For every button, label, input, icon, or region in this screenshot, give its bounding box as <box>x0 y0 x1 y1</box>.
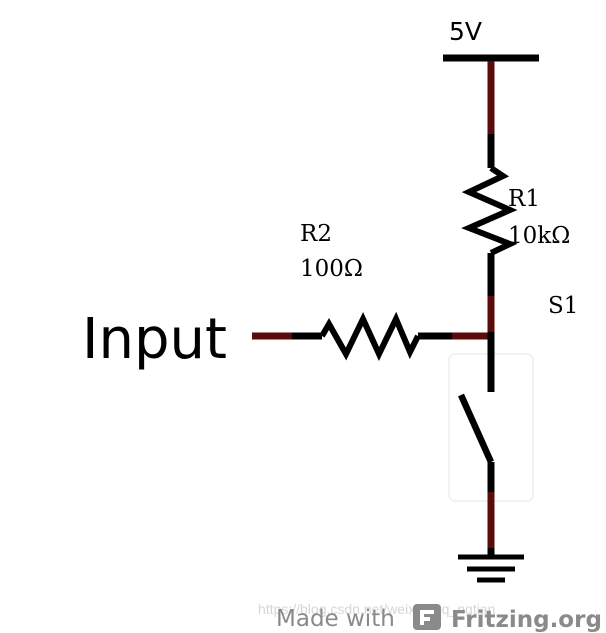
fritzing-logo-icon <box>413 604 441 630</box>
watermark: https://blog.csdn.net/weixin_qq_ngtian M… <box>258 601 602 633</box>
r2-reference: R2 <box>300 221 332 247</box>
switch-blade <box>458 393 494 464</box>
r2-zigzag <box>319 311 421 362</box>
r1-value: 10kΩ <box>508 223 570 249</box>
r1-reference: R1 <box>508 186 540 212</box>
r2-value: 100Ω <box>300 256 363 282</box>
watermark-brand: Fritzing.org <box>451 607 602 633</box>
supply-label: 5V <box>449 17 482 46</box>
watermark-made-with: Made with <box>276 606 395 632</box>
switch-s1 <box>448 332 534 548</box>
r1-zigzag <box>461 165 518 256</box>
resistor-r2 <box>252 311 494 362</box>
s1-reference: S1 <box>548 293 578 319</box>
resistor-r1 <box>461 103 518 334</box>
supply-5v-symbol <box>443 54 539 103</box>
input-label: Input <box>82 307 227 372</box>
ground-symbol <box>458 548 524 583</box>
